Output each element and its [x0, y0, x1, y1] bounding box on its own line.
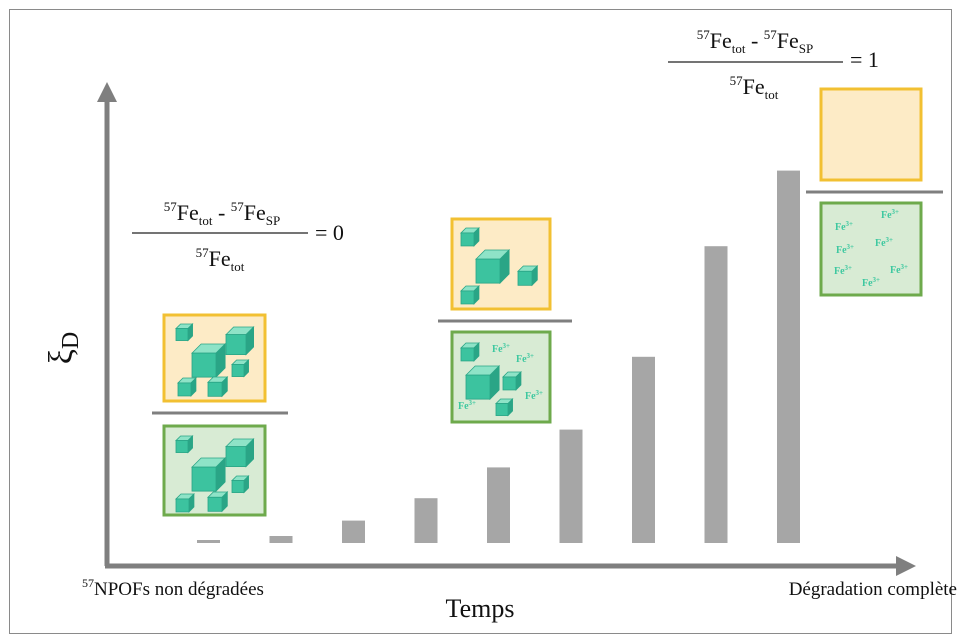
eq-right-denominator: 57Fetot	[730, 73, 779, 102]
fe3-ion-label: Fe3+	[881, 208, 899, 221]
x-axis-label: Temps	[446, 594, 515, 623]
fe3-ion-label: Fe3+	[835, 220, 853, 233]
fe3-ion-label: Fe3+	[834, 264, 852, 277]
particle-iron-box	[819, 201, 923, 297]
fe3-ion-label: Fe3+	[862, 276, 880, 289]
fe3-ion-label: Fe3+	[890, 263, 908, 276]
bar-9	[777, 170, 800, 543]
cube-icon	[231, 359, 250, 378]
bar-7	[632, 356, 655, 543]
x-start-text: NPOFs non dégradées	[94, 579, 264, 600]
cube-icon	[460, 342, 480, 362]
cube-icon	[175, 493, 195, 513]
cube-icon	[231, 475, 250, 494]
bar-6	[559, 429, 583, 543]
x-start-label: 57NPOFs non dégradées	[82, 576, 264, 600]
cube-icon	[207, 376, 229, 398]
cube-icon	[225, 438, 255, 468]
cube-icon	[475, 249, 511, 285]
cube-icon	[175, 323, 194, 342]
fe3-ion-label: Fe3+	[525, 389, 543, 402]
eq-left-denominator: 57Fetot	[196, 245, 245, 274]
bar-3	[342, 520, 365, 543]
fe3-ion-label: Fe3+	[875, 236, 893, 249]
eq-right-numerator: 57Fetot - 57FeSP	[697, 27, 814, 56]
eq-left-result: = 0	[315, 220, 344, 245]
cube-icon	[502, 371, 522, 391]
cube-icon	[517, 265, 539, 287]
fe3-ion-label: Fe3+	[516, 352, 534, 365]
cube-icon	[177, 377, 197, 397]
cube-icon	[225, 326, 255, 356]
bar-4	[414, 498, 438, 543]
stage-initial	[152, 313, 288, 517]
fe3-ion-label: Fe3+	[836, 243, 854, 256]
equation-final: 57Fetot - 57FeSP 57Fetot = 1	[668, 27, 879, 102]
y-axis-subscript: D	[58, 332, 84, 349]
bar-2	[269, 536, 293, 543]
cube-icon	[460, 227, 480, 247]
fe3-ion-label: Fe3+	[458, 399, 476, 412]
stage-complete: Fe3+ Fe3+ Fe3+ Fe3+ Fe3+ Fe3+ Fe3+	[806, 87, 943, 297]
sample-boxes: Fe3+Fe3+Fe3+Fe3+Fe3+Fe3+Fe3+Fe3+Fe3+Fe3+…	[152, 87, 943, 517]
fe3-ion-label: Fe3+	[492, 342, 510, 355]
cube-icon	[191, 457, 227, 493]
cube-icon	[207, 491, 229, 513]
cube-icon	[465, 365, 501, 401]
stage-partial: Fe3+ Fe3+ Fe3+ Fe3+	[438, 217, 572, 424]
equation-initial: 57Fetot - 57FeSP 57Fetot = 0	[132, 199, 344, 274]
bar-5	[487, 467, 510, 543]
y-axis-symbol: ξ	[43, 349, 80, 364]
cube-icon	[175, 435, 194, 454]
x-start-sup: 57	[82, 576, 94, 590]
eq-left-numerator: 57Fetot - 57FeSP	[164, 199, 281, 228]
bar-8	[704, 246, 728, 543]
cube-icon	[495, 398, 514, 417]
bar-1	[197, 540, 220, 543]
eq-right-result: = 1	[850, 47, 879, 72]
x-end-label: Dégradation complète	[789, 579, 957, 600]
cube-icon	[191, 343, 227, 379]
bar-series	[197, 170, 800, 543]
total-iron-box	[819, 87, 923, 182]
y-axis-label: ξD	[43, 332, 84, 365]
cube-icon	[460, 285, 480, 305]
